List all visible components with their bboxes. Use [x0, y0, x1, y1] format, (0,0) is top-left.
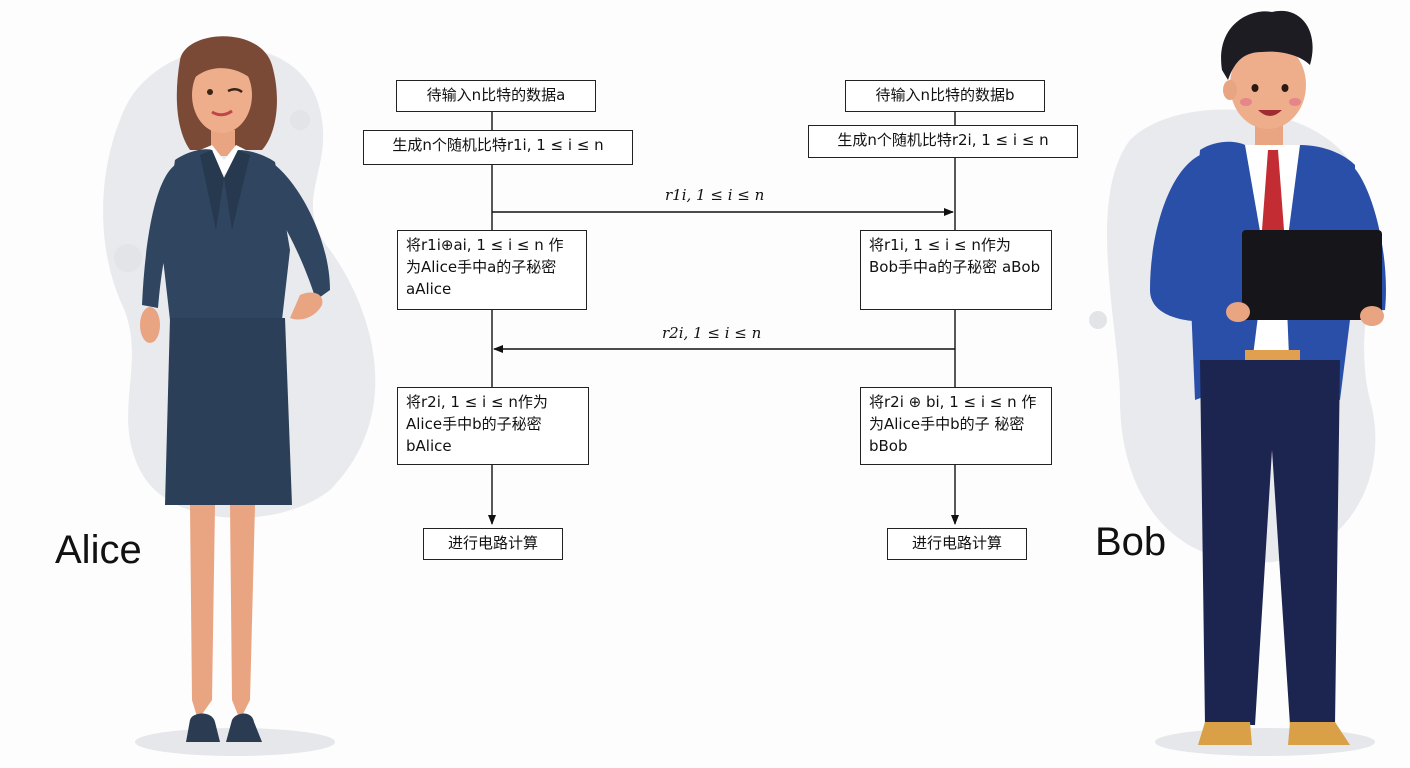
- alice-compute-box: 进行电路计算: [423, 528, 563, 560]
- bob-compute-box: 进行电路计算: [887, 528, 1027, 560]
- bob-compute-text: 进行电路计算: [911, 534, 1002, 552]
- bob-input-box: 待输入n比特的数据b: [845, 80, 1045, 112]
- bob-input-text: 待输入n比特的数据b: [875, 86, 1015, 104]
- alice-share-b-box: 将r2i, 1 ≤ i ≤ n作为 Alice手中b的子秘密 bAlice: [397, 387, 589, 465]
- bob-figure: [1150, 10, 1386, 745]
- bob-random-box: 生成n个随机比特r2i, 1 ≤ i ≤ n: [808, 125, 1078, 158]
- laptop-icon: [1242, 230, 1382, 320]
- alice-share-a-text: 将r1i⊕ai, 1 ≤ i ≤ n 作为Alice手中a的子秘密aAlice: [406, 236, 564, 298]
- alice-random-box: 生成n个随机比特r1i, 1 ≤ i ≤ n: [363, 130, 633, 165]
- bob-share-a-box: 将r1i, 1 ≤ i ≤ n作为 Bob手中a的子秘密 aBob: [860, 230, 1052, 310]
- alice-input-text: 待输入n比特的数据a: [426, 86, 566, 104]
- alice-share-a-box: 将r1i⊕ai, 1 ≤ i ≤ n 作为Alice手中a的子秘密aAlice: [397, 230, 587, 310]
- bob-share-b-text: 将r2i ⊕ bi, 1 ≤ i ≤ n 作为Alice手中b的子 秘密bBob: [869, 393, 1037, 455]
- alice-figure: [140, 36, 330, 742]
- message-label-alice-to-bob: r1i, 1 ≤ i ≤ n: [665, 186, 765, 204]
- alice-share-b-text: 将r2i, 1 ≤ i ≤ n作为 Alice手中b的子秘密 bAlice: [406, 393, 548, 455]
- alice-compute-text: 进行电路计算: [447, 534, 538, 552]
- alice-input-box: 待输入n比特的数据a: [396, 80, 596, 112]
- bob-name-label: Bob: [1095, 520, 1167, 564]
- bob-random-text: 生成n个随机比特r2i, 1 ≤ i ≤ n: [837, 131, 1049, 149]
- alice-random-text: 生成n个随机比特r1i, 1 ≤ i ≤ n: [392, 136, 604, 154]
- message-label-bob-to-alice: r2i, 1 ≤ i ≤ n: [662, 324, 762, 342]
- alice-name-label: Alice: [55, 528, 142, 572]
- bob-share-b-box: 将r2i ⊕ bi, 1 ≤ i ≤ n 作为Alice手中b的子 秘密bBob: [860, 387, 1052, 465]
- bob-share-a-text: 将r1i, 1 ≤ i ≤ n作为 Bob手中a的子秘密 aBob: [869, 236, 1041, 276]
